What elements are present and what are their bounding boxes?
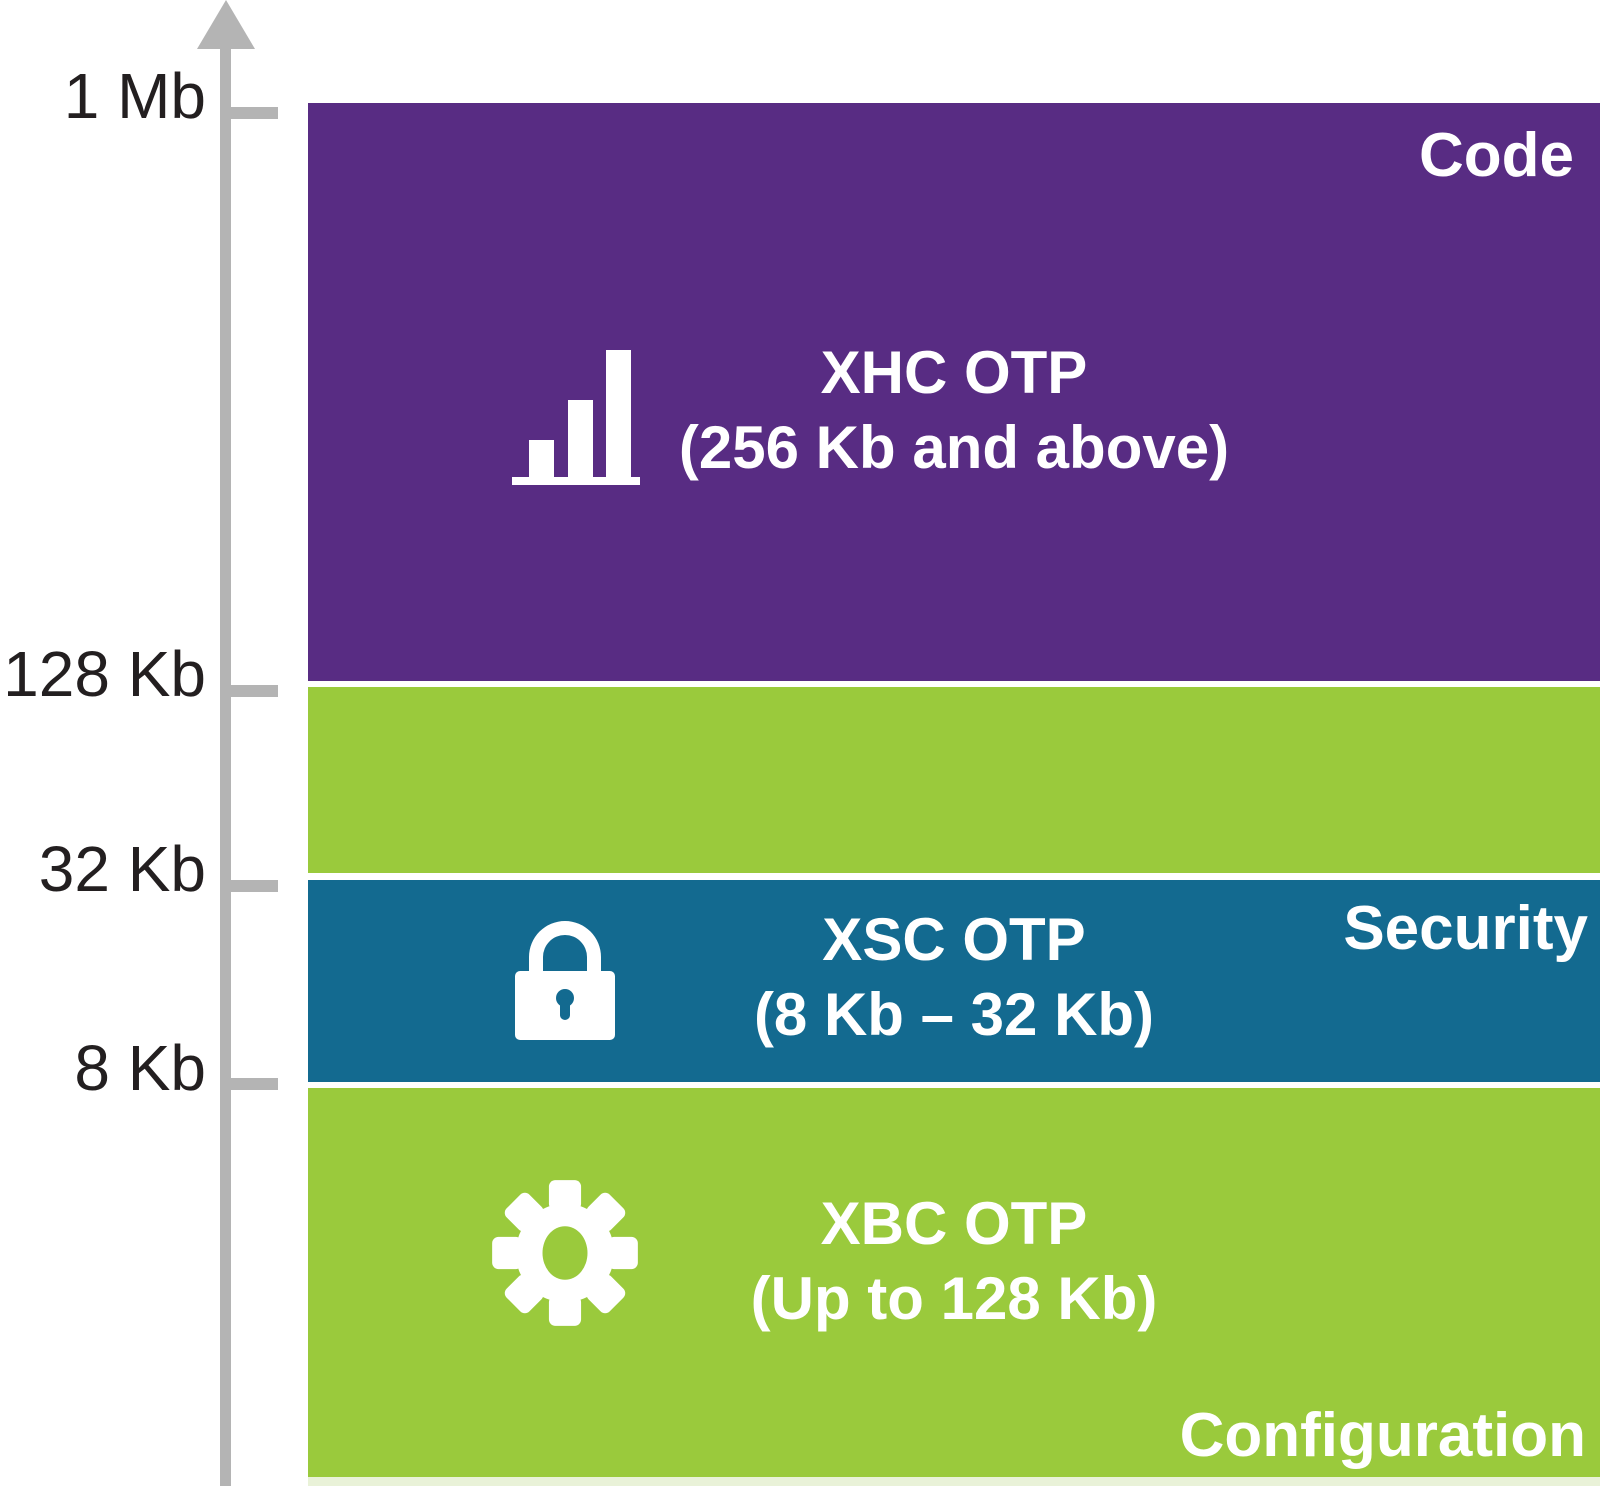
segment-title: XSC OTP (822, 906, 1086, 973)
tick-mark-1mb (226, 107, 278, 119)
axis-arrow-up-icon (197, 0, 255, 49)
segment-code-text: XHC OTP (256 Kb and above) (308, 335, 1600, 485)
tick-mark-32kb (226, 880, 278, 892)
segment-title: XBC OTP (820, 1190, 1088, 1257)
lock-icon (515, 905, 615, 1040)
segment-security-text: XSC OTP (8 Kb – 32 Kb) (308, 902, 1600, 1052)
tick-label-128kb: 128 Kb (3, 638, 206, 710)
y-axis-line (220, 42, 231, 1486)
segment-configuration-upper-band (308, 687, 1600, 873)
category-label-code: Code (1419, 121, 1574, 190)
bar-chart-icon (512, 350, 640, 485)
tick-label-32kb: 32 Kb (38, 833, 206, 905)
segment-security: Security XSC OTP (8 Kb – 32 Kb) (308, 880, 1600, 1082)
category-label-security: Security (1343, 894, 1588, 963)
segment-configuration: Configuration XBC OTP (Up to 128 (308, 1088, 1600, 1477)
tick-mark-8kb (226, 1078, 278, 1090)
segment-subtitle: (Up to 128 Kb) (750, 1265, 1158, 1332)
gear-icon (490, 1178, 640, 1328)
segment-configuration-text: XBC OTP (Up to 128 Kb) (308, 1186, 1600, 1336)
tick-label-8kb: 8 Kb (74, 1032, 206, 1104)
tick-label-1mb: 1 Mb (63, 60, 206, 132)
segment-subtitle: (8 Kb – 32 Kb) (753, 981, 1155, 1048)
segment-code: Code XHC OTP (256 Kb and above) (308, 103, 1600, 681)
category-label-configuration: Configuration (1179, 1401, 1586, 1470)
segment-title: XHC OTP (820, 339, 1088, 406)
segment-subtitle: (256 Kb and above) (678, 414, 1230, 481)
bottom-cutoff-strip (308, 1477, 1600, 1486)
tick-mark-128kb (226, 685, 278, 697)
